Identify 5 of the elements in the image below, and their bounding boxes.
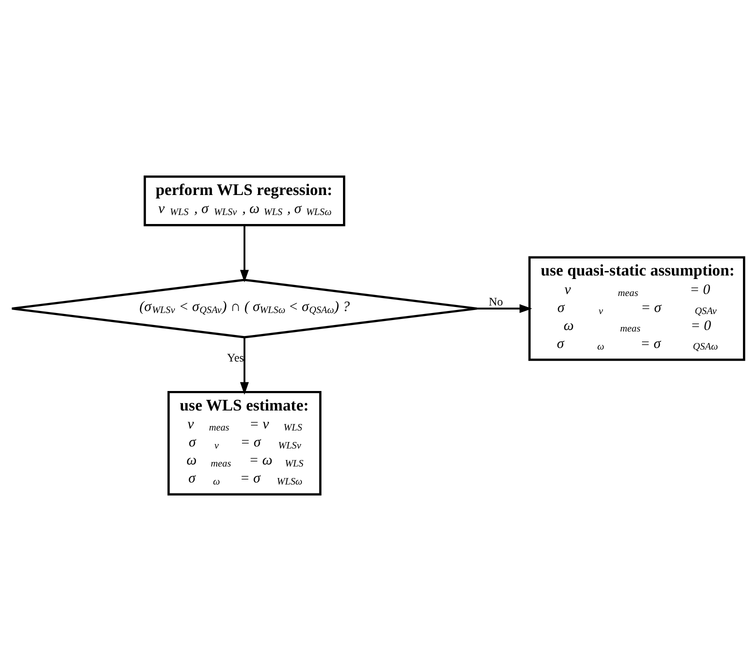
edge-label: No xyxy=(488,295,503,308)
arrow xyxy=(240,225,249,282)
arrow xyxy=(240,337,249,395)
edge-label: Yes xyxy=(226,351,244,364)
arrow xyxy=(477,304,532,313)
